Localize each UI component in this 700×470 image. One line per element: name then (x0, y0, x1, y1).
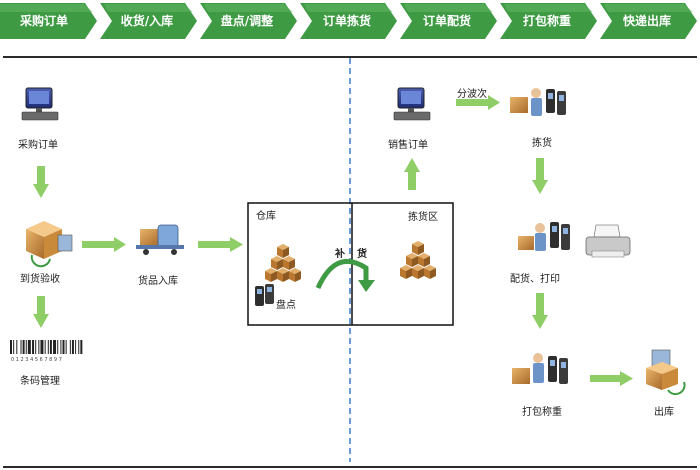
computer-icon (393, 87, 431, 121)
pack-weigh-icon (512, 353, 568, 384)
step-chevron (100, 3, 197, 39)
step-label: 盘点/调整 (220, 14, 274, 28)
node-sales-order: 销售订单 (388, 140, 428, 151)
flow-arrow (456, 95, 500, 110)
flow-arrow (532, 293, 548, 329)
step-label: 订单拣货 (322, 14, 371, 28)
step-label: 打包称重 (522, 14, 571, 28)
computer-icon (21, 87, 59, 121)
flow-arrow (404, 158, 420, 190)
flow-arrow (198, 237, 243, 252)
step-label: 订单配货 (422, 14, 471, 28)
node-outbound: 出库 (654, 407, 674, 418)
box-stack-icon (400, 241, 436, 279)
node-pack-weigh: 打包称重 (522, 407, 562, 418)
node-purchase-order: 采购订单 (18, 140, 58, 151)
outbound-box-icon (646, 349, 686, 396)
printer-icon (585, 224, 631, 258)
node-split-wave: 分波次 (457, 89, 487, 100)
storage-area-box (247, 202, 454, 326)
zone-pick: 拣货区 (408, 212, 438, 223)
node-goods-in: 货品入库 (138, 276, 178, 287)
step-chevron (300, 3, 397, 39)
flow-arrow (82, 237, 126, 252)
step-chevron (600, 3, 697, 39)
diagram-frame (3, 56, 697, 468)
step-chevrons (0, 3, 697, 39)
step-chevron (400, 3, 497, 39)
goods-in-icon (136, 224, 184, 255)
node-receive-check: 到货验收 (20, 274, 60, 285)
zone-storage: 仓库 (256, 211, 276, 222)
step-chevron (0, 3, 97, 39)
node-picking: 拣货 (532, 138, 552, 149)
replenish-label-2: 货 (357, 249, 367, 260)
step-chevron (200, 3, 297, 39)
step-label: 快递出库 (622, 14, 671, 28)
node-inventory: 盘点 (276, 300, 296, 311)
distribute-icon (518, 222, 570, 251)
step-label: 收货/入库 (120, 14, 174, 28)
replenish-arrow (315, 258, 375, 292)
barcode-digits: 0 1 2 3 4 5 6 7 8 9 7 (11, 357, 62, 363)
picking-icon (510, 88, 566, 116)
step-label: 采购订单 (19, 14, 68, 28)
node-distribute-print: 配货、打印 (510, 274, 560, 285)
replenish-label-1: 补 (335, 249, 345, 260)
barcode-icon (10, 340, 83, 354)
box-stack-icon (265, 244, 301, 282)
node-barcode-mgmt: 条码管理 (20, 376, 60, 387)
flow-arrow (532, 158, 548, 194)
flow-arrow (33, 296, 49, 328)
scanner-icon (255, 284, 274, 306)
flow-arrow (33, 166, 49, 198)
flow-arrow (590, 371, 633, 386)
process-step-bar: 采购订单 收货/入库 盘点/调整 订单拣货 订单配货 打包称重 快递出库 (0, 0, 700, 46)
step-chevron (500, 3, 597, 39)
receiving-box-icon (26, 221, 73, 268)
